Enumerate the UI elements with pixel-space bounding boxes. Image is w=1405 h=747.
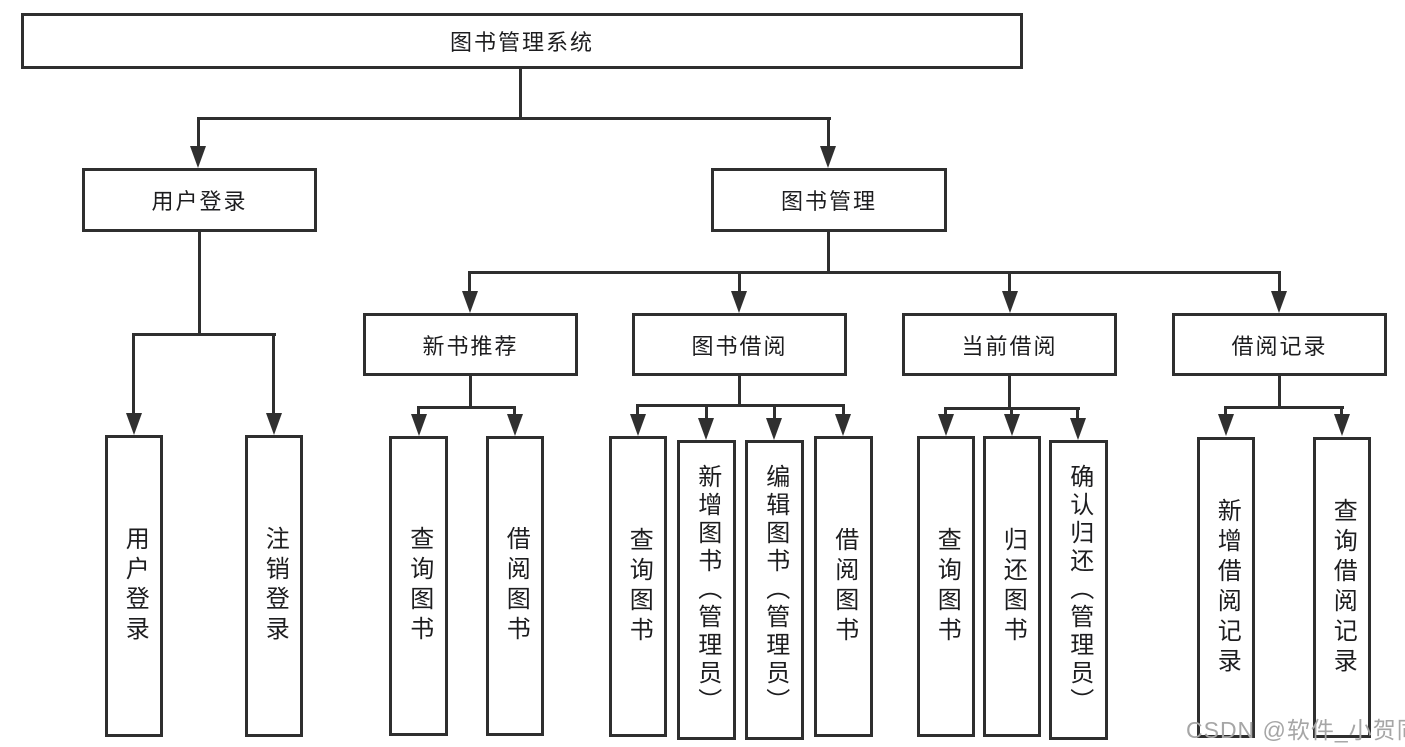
leaf-query-borrow-record: 查询借阅记录 bbox=[1313, 437, 1371, 738]
connector-arrow bbox=[1002, 291, 1018, 313]
leaf-add-books-admin-label: 新增图书（管理员） bbox=[693, 464, 721, 716]
connector-line bbox=[1076, 407, 1079, 420]
node-root: 图书管理系统 bbox=[21, 13, 1023, 69]
connector-line bbox=[827, 232, 830, 273]
leaf-borrow-query-books: 查询图书 bbox=[609, 436, 667, 737]
connector-line bbox=[272, 333, 275, 415]
leaf-current-query-books: 查询图书 bbox=[917, 436, 975, 737]
connector-line bbox=[1278, 376, 1281, 408]
connector-arrow bbox=[126, 413, 142, 435]
connector-line bbox=[1008, 376, 1011, 409]
node-book-borrow-label: 图书借阅 bbox=[691, 333, 788, 359]
connector-arrow bbox=[698, 418, 714, 440]
node-new-book-recommend: 新书推荐 bbox=[363, 313, 578, 376]
connector-arrow bbox=[411, 414, 427, 436]
leaf-recommend-borrow-books: 借阅图书 bbox=[486, 436, 544, 736]
node-book-management-label: 图书管理 bbox=[780, 189, 877, 214]
leaf-recommend-borrow-books-label: 借阅图书 bbox=[502, 526, 530, 646]
connector-line bbox=[842, 404, 845, 416]
leaf-borrow-books-label: 借阅图书 bbox=[830, 526, 858, 647]
connector-arrow bbox=[1271, 291, 1287, 313]
connector-arrow bbox=[630, 414, 646, 436]
connector-line bbox=[468, 271, 471, 293]
leaf-edit-books-admin: 编辑图书（管理员） bbox=[745, 440, 804, 740]
leaf-recommend-query-books-label: 查询图书 bbox=[405, 526, 433, 646]
connector-line bbox=[197, 117, 831, 120]
node-root-label: 图书管理系统 bbox=[449, 30, 594, 55]
connector-line bbox=[132, 333, 135, 415]
connector-line bbox=[469, 376, 472, 408]
csdn-watermark: CSDN @软件_小贺同学 bbox=[1186, 717, 1405, 743]
connector-arrow bbox=[766, 418, 782, 440]
connector-line bbox=[636, 404, 845, 407]
connector-arrow bbox=[266, 413, 282, 435]
node-borrow-records: 借阅记录 bbox=[1172, 313, 1387, 376]
connector-arrow bbox=[1070, 418, 1086, 440]
connector-line bbox=[1224, 406, 1344, 409]
connector-line bbox=[513, 406, 516, 418]
connector-line bbox=[1340, 406, 1343, 418]
leaf-add-borrow-record-label: 新增借阅记录 bbox=[1213, 497, 1241, 678]
connector-arrow bbox=[190, 146, 206, 168]
leaf-return-books-label: 归还图书 bbox=[999, 526, 1027, 647]
leaf-add-books-admin: 新增图书（管理员） bbox=[677, 440, 736, 740]
connector-arrow bbox=[462, 291, 478, 313]
connector-line bbox=[417, 406, 516, 409]
connector-line bbox=[197, 117, 200, 147]
connector-line bbox=[738, 376, 741, 406]
connector-line bbox=[738, 271, 741, 293]
connector-line bbox=[417, 406, 420, 418]
node-user-login: 用户登录 bbox=[82, 168, 317, 232]
connector-line bbox=[198, 232, 201, 335]
leaf-confirm-return-admin-label: 确认归还（管理员） bbox=[1065, 464, 1093, 716]
leaf-recommend-query-books: 查询图书 bbox=[389, 436, 448, 736]
leaf-borrow-query-books-label: 查询图书 bbox=[625, 526, 653, 647]
leaf-user-login: 用户登录 bbox=[105, 435, 163, 737]
connector-line bbox=[827, 117, 830, 147]
leaf-logout: 注销登录 bbox=[245, 435, 303, 737]
node-current-borrow-label: 当前借阅 bbox=[961, 333, 1058, 359]
node-new-book-recommend-label: 新书推荐 bbox=[422, 333, 519, 359]
connector-line bbox=[519, 69, 522, 119]
connector-arrow bbox=[835, 414, 851, 436]
node-book-borrow: 图书借阅 bbox=[632, 313, 847, 376]
node-borrow-records-label: 借阅记录 bbox=[1231, 333, 1328, 359]
connector-arrow bbox=[731, 291, 747, 313]
connector-arrow bbox=[1334, 414, 1350, 436]
leaf-logout-label: 注销登录 bbox=[261, 526, 289, 646]
connector-line bbox=[1224, 406, 1227, 418]
node-user-login-label: 用户登录 bbox=[151, 189, 248, 214]
leaf-query-borrow-record-label: 查询借阅记录 bbox=[1329, 497, 1357, 678]
leaf-user-login-label: 用户登录 bbox=[121, 526, 149, 646]
leaf-return-books: 归还图书 bbox=[983, 436, 1041, 737]
connector-line bbox=[636, 404, 639, 416]
connector-arrow bbox=[820, 146, 836, 168]
connector-line bbox=[1010, 407, 1013, 416]
connector-arrow bbox=[1004, 414, 1020, 436]
leaf-confirm-return-admin: 确认归还（管理员） bbox=[1049, 440, 1108, 740]
connector-arrow bbox=[1218, 414, 1234, 436]
connector-line bbox=[1278, 271, 1281, 293]
connector-line bbox=[1008, 271, 1011, 293]
connector-arrow bbox=[507, 414, 523, 436]
leaf-current-query-books-label: 查询图书 bbox=[933, 526, 961, 647]
connector-line bbox=[944, 407, 947, 416]
connector-arrow bbox=[938, 414, 954, 436]
connector-line bbox=[468, 271, 1281, 274]
connector-line bbox=[705, 404, 708, 420]
node-current-borrow: 当前借阅 bbox=[902, 313, 1117, 376]
leaf-borrow-books: 借阅图书 bbox=[814, 436, 873, 737]
leaf-edit-books-admin-label: 编辑图书（管理员） bbox=[761, 464, 789, 716]
leaf-add-borrow-record: 新增借阅记录 bbox=[1197, 437, 1255, 738]
connector-line bbox=[132, 333, 276, 336]
connector-line bbox=[773, 404, 776, 420]
node-book-management: 图书管理 bbox=[711, 168, 947, 232]
